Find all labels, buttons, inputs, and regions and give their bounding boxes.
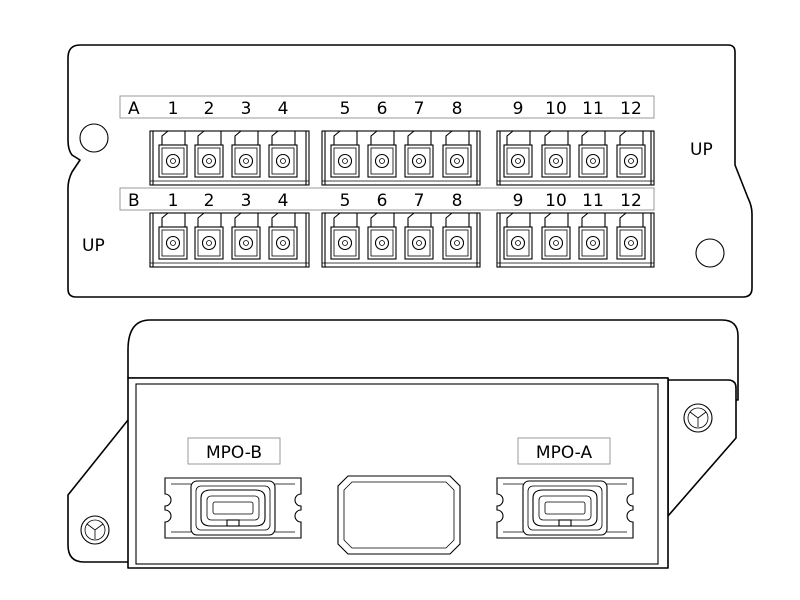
port-number-label: 1 bbox=[168, 99, 179, 119]
lc-port[interactable] bbox=[268, 130, 298, 178]
lc-port[interactable] bbox=[194, 212, 224, 260]
port-number-label: 10 bbox=[545, 191, 567, 211]
lc-port[interactable] bbox=[442, 212, 472, 260]
row-a-label-strip bbox=[119, 95, 655, 119]
lc-port[interactable] bbox=[616, 212, 646, 260]
port-number-label: 4 bbox=[278, 99, 289, 119]
center-window bbox=[337, 475, 461, 555]
lc-port[interactable] bbox=[367, 130, 397, 178]
row-b-lc-adapters bbox=[149, 212, 655, 268]
housing-body bbox=[127, 377, 669, 569]
port-number-label: 5 bbox=[340, 99, 351, 119]
lc-port[interactable] bbox=[231, 212, 261, 260]
mpo-port[interactable] bbox=[200, 489, 266, 527]
lc-adapter-block bbox=[149, 212, 310, 268]
lc-adapter-block bbox=[496, 130, 655, 186]
lc-port[interactable] bbox=[503, 212, 533, 260]
port-number-label: 7 bbox=[414, 191, 425, 211]
lc-port[interactable] bbox=[503, 130, 533, 178]
port-number-label: 9 bbox=[513, 191, 524, 211]
mpo-port[interactable] bbox=[532, 489, 598, 527]
port-number-label: 7 bbox=[414, 99, 425, 119]
mpo-a-adapter bbox=[496, 477, 634, 539]
lc-port[interactable] bbox=[194, 130, 224, 178]
lc-port[interactable] bbox=[330, 212, 360, 260]
port-number-label: 8 bbox=[452, 191, 463, 211]
row-b-label-strip bbox=[119, 187, 655, 211]
lc-port[interactable] bbox=[404, 130, 434, 178]
lc-port[interactable] bbox=[158, 130, 188, 178]
port-number-label: 12 bbox=[620, 191, 642, 211]
lc-port[interactable] bbox=[330, 130, 360, 178]
mount-hole-left bbox=[79, 123, 109, 153]
port-number-label: 3 bbox=[241, 191, 252, 211]
lc-adapter-block bbox=[321, 130, 481, 186]
mpo-rear-housing: MPO-B MPO-A bbox=[67, 319, 739, 569]
lc-port[interactable] bbox=[578, 212, 608, 260]
port-number-label: 3 bbox=[241, 99, 252, 119]
lc-port[interactable] bbox=[268, 212, 298, 260]
port-number-label: 4 bbox=[278, 191, 289, 211]
port-number-label: 12 bbox=[620, 99, 642, 119]
lc-port[interactable] bbox=[367, 212, 397, 260]
port-number-label: 8 bbox=[452, 99, 463, 119]
housing-left-flange bbox=[67, 419, 137, 563]
port-number-label: 11 bbox=[582, 191, 604, 211]
port-number-label: 10 bbox=[545, 99, 567, 119]
row-b-letter: B bbox=[128, 191, 140, 211]
housing-top-cover bbox=[127, 319, 739, 401]
row-a-lc-adapters bbox=[149, 130, 655, 186]
lc-port[interactable] bbox=[442, 130, 472, 178]
lc-adapter-block bbox=[496, 212, 655, 268]
lc-port[interactable] bbox=[578, 130, 608, 178]
up-label-left: UP bbox=[82, 236, 105, 256]
port-number-label: 11 bbox=[582, 99, 604, 119]
lc-port[interactable] bbox=[541, 130, 571, 178]
screw-icon bbox=[80, 515, 110, 545]
lc-port[interactable] bbox=[231, 130, 261, 178]
mpo-b-adapter bbox=[164, 477, 302, 539]
screw-icon bbox=[683, 403, 713, 433]
lc-port[interactable] bbox=[158, 212, 188, 260]
lc-adapter-block bbox=[149, 130, 310, 186]
port-number-label: 9 bbox=[513, 99, 524, 119]
mpo-b-label-box bbox=[187, 437, 281, 465]
lc-port[interactable] bbox=[616, 130, 646, 178]
mpo-b-label: MPO-B bbox=[206, 443, 262, 463]
port-number-label: 6 bbox=[377, 191, 388, 211]
mpo-a-label-box bbox=[517, 437, 611, 465]
port-number-label: 5 bbox=[340, 191, 351, 211]
lc-port[interactable] bbox=[541, 212, 571, 260]
mount-hole-right bbox=[695, 238, 725, 268]
housing-right-flange bbox=[667, 379, 737, 517]
port-number-label: 2 bbox=[204, 191, 215, 211]
row-a-letter: A bbox=[128, 99, 140, 119]
port-number-label: 6 bbox=[377, 99, 388, 119]
port-number-label: 1 bbox=[168, 191, 179, 211]
lc-adapter-block bbox=[321, 212, 481, 268]
mpo-a-label: MPO-A bbox=[536, 443, 593, 463]
port-number-label: 2 bbox=[204, 99, 215, 119]
up-label-right: UP bbox=[690, 140, 713, 160]
lc-port[interactable] bbox=[404, 212, 434, 260]
